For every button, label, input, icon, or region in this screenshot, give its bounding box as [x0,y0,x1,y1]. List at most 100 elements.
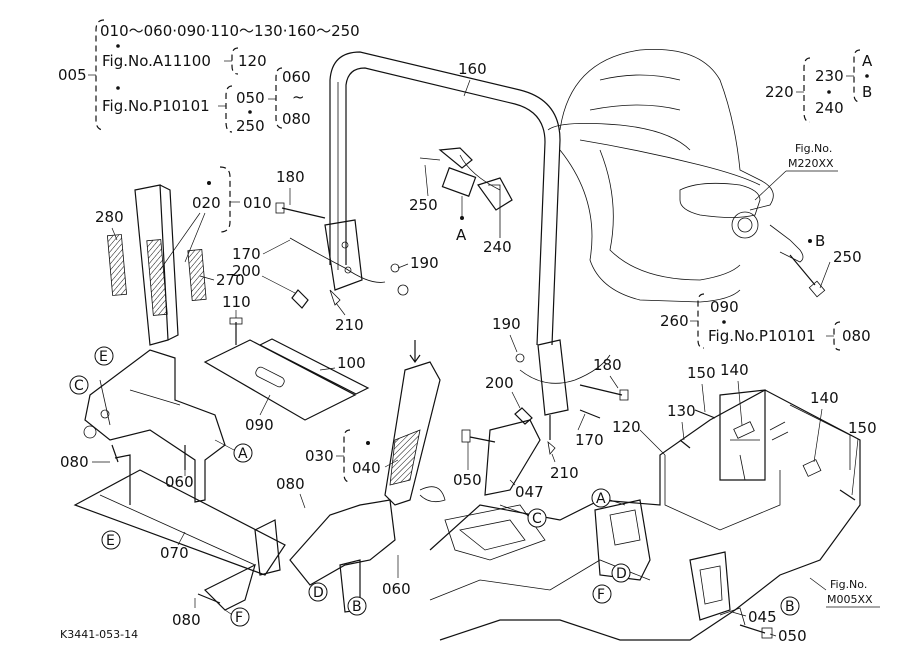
circle-C-left-label: C [74,378,84,394]
callout-280: 280 [95,208,124,226]
header-fig2: Fig.No.P10101 [102,97,210,115]
circle-B-right [780,596,800,616]
callout-190-right: 190 [492,315,521,333]
callout-250-seat: 250 [833,248,862,266]
callout-130: 130 [667,402,696,420]
callout-050-mid: 050 [453,471,482,489]
callout-180-left: 180 [276,168,305,186]
label-B-seat: B [815,232,825,250]
header-fig1: Fig.No.A11100 [102,52,211,70]
header-fig2-c: 060 [282,68,311,86]
callout-270: 270 [216,271,245,289]
circle-A-left-label: A [238,446,248,462]
circle-F-right [592,584,612,604]
fig-m005: Fig.No. M005XX [809,577,880,608]
callout-210-right: 210 [550,464,579,482]
callout-250-belt: 250 [409,196,438,214]
circle-E-bottom-label: E [106,533,115,549]
callout-210-left: 210 [335,316,364,334]
callout-140-b: 140 [810,389,839,407]
circle-A-right-label: A [596,491,606,507]
ref-260-val: 080 [842,327,871,345]
callout-070: 070 [160,544,189,562]
ref-260-block: 260 090 Fig.No.P10101 080 [660,293,871,351]
callout-140-a: 140 [720,361,749,379]
fig-m220: Fig.No. M220XX [754,142,838,201]
callout-020: 020 [192,194,221,212]
callout-050-bottom: 050 [778,627,807,645]
callout-120: 120 [612,418,641,436]
right-pillar [289,340,446,613]
callout-170-right: 170 [575,431,604,449]
callout-150-right-a: 150 [687,364,716,382]
circle-C-left [69,375,89,395]
circle-C-right [527,508,547,528]
circle-E-top [94,346,114,366]
circle-B-right-label: B [785,599,795,615]
header-tilde: ~ [292,88,305,106]
callout-080-mid: 080 [276,475,305,493]
ref-240: 240 [815,99,844,117]
circle-A-left [233,443,253,463]
header-reference-block: 005 010～060·090·110～130·160～250 Fig.No.A… [58,19,360,135]
callout-080-bottom: 080 [172,611,201,629]
rops-frame [329,51,561,346]
ref-220-block: 220 230 240 A B [765,49,873,123]
left-rops-bracket [275,202,409,309]
label-A: A [862,52,873,70]
left-pillar [106,184,207,346]
callout-160: 160 [458,60,487,78]
floor-plate [203,317,370,421]
circle-E-bottom [101,530,121,550]
fig-m005-line1: Fig.No. [830,578,867,591]
ref-230: 230 [815,67,844,85]
right-rops-bracket [461,339,629,496]
header-fig2-d: 080 [282,110,311,128]
drawing-code: K3441-053-14 [60,628,138,641]
circle-D-left-label: D [313,585,324,601]
fig-m220-line1: Fig.No. [795,142,832,155]
seatbelt-parts [419,147,513,211]
callout-200-left: 200 [232,262,261,280]
circle-F-left-label: F [235,610,243,626]
callout-045: 045 [748,608,777,626]
callout-090: 090 [245,416,274,434]
label-A-belt: A [456,226,467,244]
circle-E-top-label: E [99,349,108,365]
callout-200-right: 200 [485,374,514,392]
callout-240: 240 [483,238,512,256]
callout-100: 100 [337,354,366,372]
callout-060-left: 060 [165,473,194,491]
callout-170-left: 170 [232,245,261,263]
callout-047: 047 [515,483,544,501]
circle-D-left [308,582,328,602]
callout-190-left: 190 [410,254,439,272]
circle-F-right-label: F [597,587,605,603]
fig-m005-line2: M005XX [827,593,873,606]
seat-outline [547,49,826,303]
callout-080-left: 080 [60,453,89,471]
callout-150-right-b: 150 [848,419,877,437]
ref-005: 005 [58,66,87,84]
header-fig2-b: 250 [236,117,265,135]
circle-C-right-label: C [532,511,542,527]
circle-A-right [591,488,611,508]
label-B: B [862,83,872,101]
callout-030: 030 [305,447,334,465]
callout-040: 040 [352,459,381,477]
header-line1: 010～060·090·110～130·160～250 [100,22,360,40]
circle-D-right [611,563,631,583]
circle-F-left [230,607,250,627]
right-chassis [429,389,861,641]
callout-060-mid: 060 [382,580,411,598]
circle-B-left-label: B [352,599,362,615]
callout-180-right: 180 [593,356,622,374]
circle-D-right-label: D [616,566,627,582]
left-lower-frame [73,349,286,611]
header-fig2-a: 050 [236,89,265,107]
circle-B-left [347,596,367,616]
ref-260: 260 [660,312,689,330]
header-fig1-value: 120 [238,52,267,70]
